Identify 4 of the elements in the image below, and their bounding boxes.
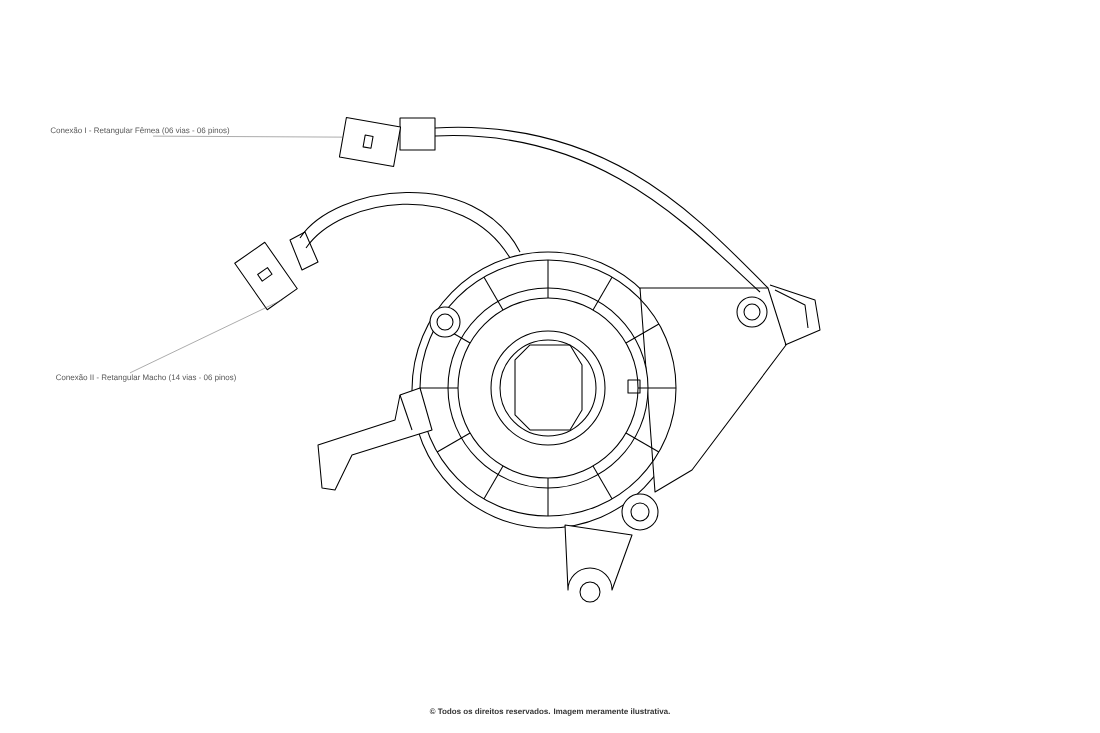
- leader-line: [152, 135, 343, 138]
- leader-line: [129, 299, 283, 374]
- connector-plug: [338, 117, 402, 167]
- connector-plug: [234, 241, 298, 311]
